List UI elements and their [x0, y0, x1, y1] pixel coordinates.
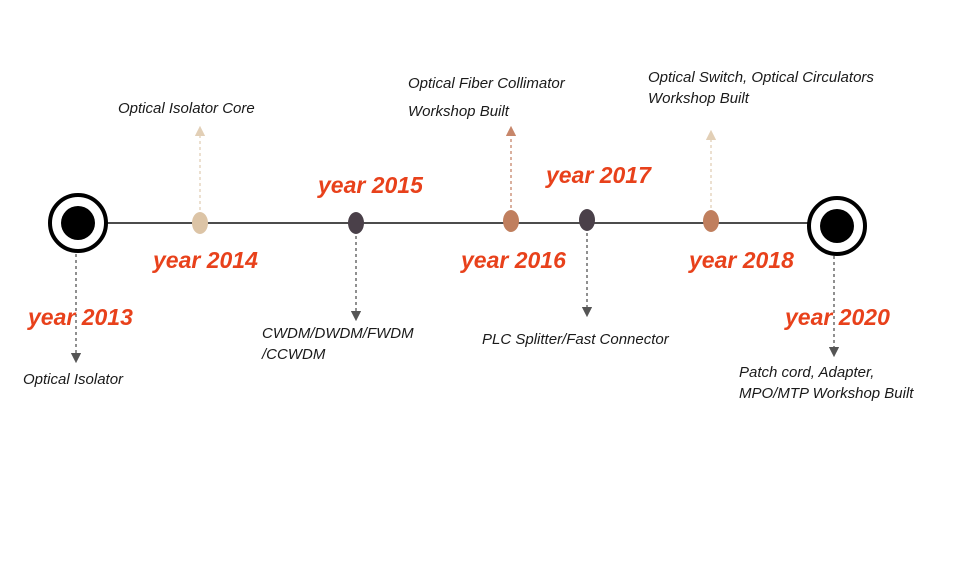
milestone-dot-2015: [348, 212, 364, 234]
year-label-2013: year 2013: [28, 304, 133, 330]
milestone-description-2014: Optical Isolator Core: [118, 98, 255, 119]
start-endpoint-marker: [48, 193, 108, 253]
year-label-2018: year 2018: [689, 247, 794, 273]
milestone-description-2020: Patch cord, Adapter, MPO/MTP Workshop Bu…: [739, 362, 913, 404]
description-line: CWDM/DWDM/FWDM: [262, 325, 414, 342]
year-label-2016: year 2016: [461, 247, 566, 273]
milestone-description-2018: Optical Switch, Optical Circulators Work…: [648, 67, 874, 109]
year-label-2015: year 2015: [318, 172, 423, 198]
description-line: Workshop Built: [408, 103, 509, 120]
milestone-description-2016: Optical Fiber Collimator Workshop Built: [408, 70, 565, 126]
end-endpoint-marker: [807, 196, 867, 256]
year-label-2020: year 2020: [785, 304, 890, 330]
description-line: Optical Isolator: [23, 371, 124, 388]
milestone-dot-2018: [703, 210, 719, 232]
description-line: Optical Fiber Collimator: [408, 75, 565, 92]
year-label-2014: year 2014: [153, 247, 258, 273]
year-label-2017: year 2017: [546, 162, 651, 188]
description-line: MPO/MTP Workshop Built: [739, 385, 914, 402]
milestone-description-2015: CWDM/DWDM/FWDM /CCWDM: [262, 323, 414, 365]
description-line: Workshop Built: [648, 90, 749, 107]
description-line: PLC Splitter/Fast Connector: [482, 331, 669, 348]
description-line: Optical Switch, Optical Circulators: [648, 69, 874, 86]
milestone-dot-2016: [503, 210, 519, 232]
description-line: Optical Isolator Core: [118, 100, 255, 117]
milestone-dot-2014: [192, 212, 208, 234]
description-line: Patch cord, Adapter,: [739, 364, 875, 381]
milestone-description-2017: PLC Splitter/Fast Connector: [482, 329, 669, 350]
milestone-dot-2017: [579, 209, 595, 231]
milestone-description-2013: Optical Isolator: [23, 369, 123, 390]
description-line: /CCWDM: [262, 346, 326, 363]
